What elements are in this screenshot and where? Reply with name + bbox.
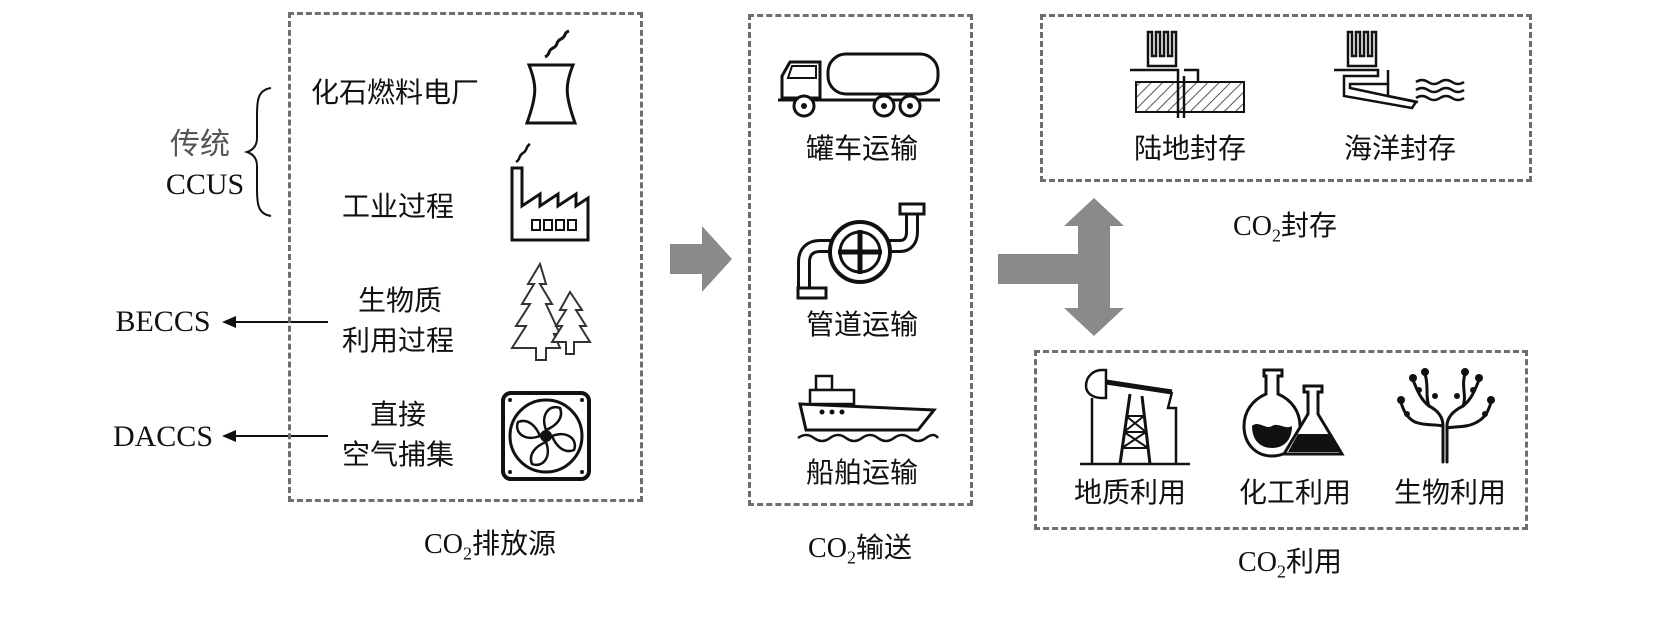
transport-caption-sub: 2 [846,547,856,568]
utilization-label-biological: 生物利用 [1393,476,1506,509]
pipeline-valve-icon [796,202,926,300]
storage-caption-sub: 2 [1271,225,1281,246]
storage-caption: CO2封存 [1210,204,1360,247]
sources-caption: CO2排放源 [390,522,590,565]
storage-label-ocean: 海洋封存 [1343,132,1456,165]
algae-coral-icon [1397,368,1495,464]
transport-label-truck: 罐车运输 [805,132,918,165]
land-storage-icon [1130,30,1245,118]
storage-box [1040,14,1532,182]
emission-sources-box [288,12,643,502]
source-label-dac-line2: 空气捕集 [341,438,454,471]
transport-caption: CO2输送 [780,526,940,569]
oil-pump-jack-icon [1080,368,1190,466]
daccs-label: DACCS [112,420,214,453]
utilization-caption-text: 利用 [1285,545,1342,578]
ship-icon [797,374,940,443]
utilization-label-geological: 地质利用 [1073,476,1186,509]
utilization-label-chemical: 化工利用 [1238,476,1351,509]
factory-icon [510,142,590,242]
flow-arrow-right-icon [670,226,732,292]
chemistry-flasks-icon [1242,368,1345,458]
transport-caption-co: CO [808,533,847,564]
traditional-label-line1: 传统 [170,127,230,162]
utilization-box [1034,350,1528,530]
transport-caption-text: 输送 [855,531,912,564]
utilization-caption: CO2利用 [1215,540,1365,583]
curly-brace-icon [243,87,272,217]
source-label-dac-line1: 直接 [369,398,426,431]
source-label-fossil-power: 化石燃料电厂 [310,76,479,109]
beccs-label: BECCS [115,305,211,338]
transport-label-ship: 船舶运输 [805,456,918,489]
storage-caption-co: CO [1233,211,1272,242]
transport-label-pipeline: 管道运输 [805,308,918,341]
source-label-biomass-line2: 利用过程 [341,324,454,357]
ocean-storage-icon [1334,30,1465,110]
storage-label-land: 陆地封存 [1133,132,1246,165]
source-label-industrial: 工业过程 [341,190,454,223]
trees-icon [510,261,592,361]
transport-box [748,14,973,506]
storage-caption-text: 封存 [1280,209,1337,242]
traditional-label-line2: CCUS [165,168,245,201]
flow-arrow-split-icon [998,198,1124,336]
tanker-truck-icon [778,52,940,118]
beccs-arrow-icon [222,316,328,328]
fan-icon [501,391,591,481]
utilization-caption-sub: 2 [1276,561,1286,582]
source-label-biomass-line1: 生物质 [357,284,442,317]
sources-caption-text: 排放源 [471,527,556,560]
sources-caption-sub: 2 [462,543,472,564]
utilization-caption-co: CO [1238,547,1277,578]
daccs-arrow-icon [222,430,328,442]
power-plant-cooling-tower-icon [524,29,578,125]
sources-caption-co: CO [424,529,463,560]
